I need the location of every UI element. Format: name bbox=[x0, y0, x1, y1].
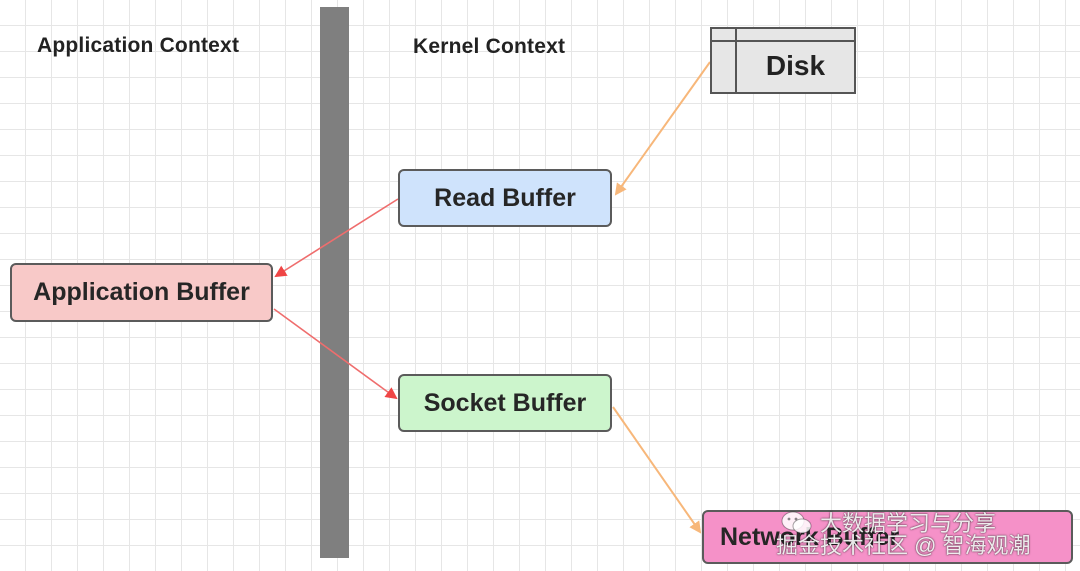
disk-side-line bbox=[735, 29, 737, 92]
socket-buffer-node: Socket Buffer bbox=[398, 374, 612, 432]
read-buffer-node: Read Buffer bbox=[398, 169, 612, 227]
application-buffer-node: Application Buffer bbox=[10, 263, 273, 322]
wechat-icon bbox=[781, 511, 812, 534]
disk-node: Disk bbox=[710, 27, 856, 94]
edge-socket-buffer-to-network-buffer bbox=[612, 406, 702, 534]
watermark-line-2: 掘金技术社区 @ 智海观潮 bbox=[776, 533, 1031, 558]
edge-disk-to-read-buffer bbox=[614, 61, 711, 196]
kernel-context-label: Kernel Context bbox=[413, 35, 566, 58]
watermark-line-1: 大数据学习与分享 bbox=[820, 511, 997, 536]
disk-label: Disk bbox=[765, 50, 826, 81]
disk-header-line bbox=[712, 40, 854, 42]
context-divider bbox=[320, 7, 349, 558]
application-context-label: Application Context bbox=[37, 34, 240, 57]
